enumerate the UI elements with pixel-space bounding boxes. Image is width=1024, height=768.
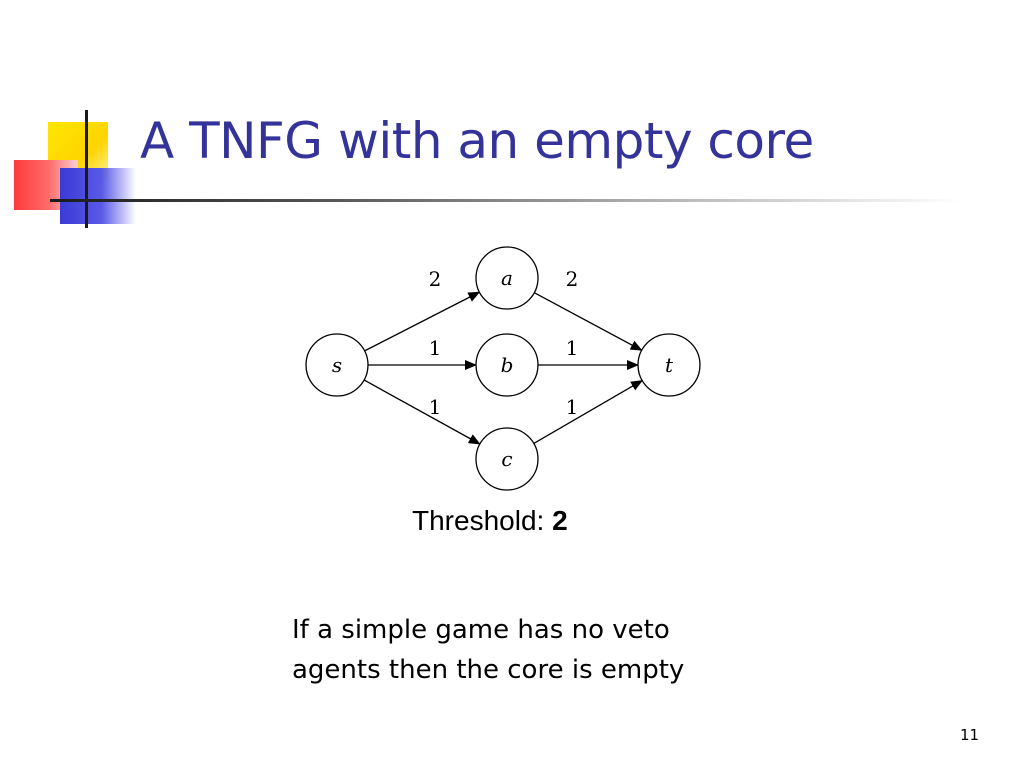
edge-weight-a-t: 2 [566, 267, 579, 291]
edge-a-t [534, 292, 643, 351]
node-label-a: a [501, 266, 513, 290]
edge-weight-s-a: 2 [429, 267, 442, 291]
node-b [475, 333, 539, 397]
edge-weight-s-b: 1 [429, 336, 442, 360]
threshold-text: Threshold: 2 [412, 505, 568, 537]
node-label-c: c [501, 447, 512, 471]
decor-vertical-line [85, 110, 88, 228]
veto-note-line-2: agents then the core is empty [292, 655, 685, 685]
veto-note-line-1: If a simple game has no veto [292, 615, 670, 645]
edge-c-t [533, 379, 644, 445]
edge-s-c [363, 379, 481, 445]
node-c [475, 427, 539, 491]
edge-weight-s-c: 1 [429, 395, 442, 419]
node-label-b: b [501, 353, 514, 377]
edge-s-a [364, 291, 481, 352]
title-underline [50, 199, 960, 202]
page-number: 11 [960, 726, 980, 744]
node-label-t: t [665, 353, 674, 377]
edge-weight-c-t: 1 [566, 395, 579, 419]
threshold-label: Threshold: [412, 505, 545, 536]
graph-nodes: s a b c t [305, 246, 701, 491]
node-label-s: s [332, 353, 342, 377]
threshold-value: 2 [552, 505, 568, 536]
node-a [475, 246, 539, 310]
graph-edges [363, 291, 644, 445]
node-t [637, 333, 701, 397]
node-s [305, 333, 369, 397]
decor-blue-square [60, 168, 136, 224]
edge-weight-b-t: 1 [566, 336, 579, 360]
slide-title: A TNFG with an empty core [140, 112, 814, 170]
graph-edge-weights: 2 1 1 2 1 1 [429, 267, 579, 419]
veto-note: If a simple game has no veto agents then… [292, 610, 684, 690]
